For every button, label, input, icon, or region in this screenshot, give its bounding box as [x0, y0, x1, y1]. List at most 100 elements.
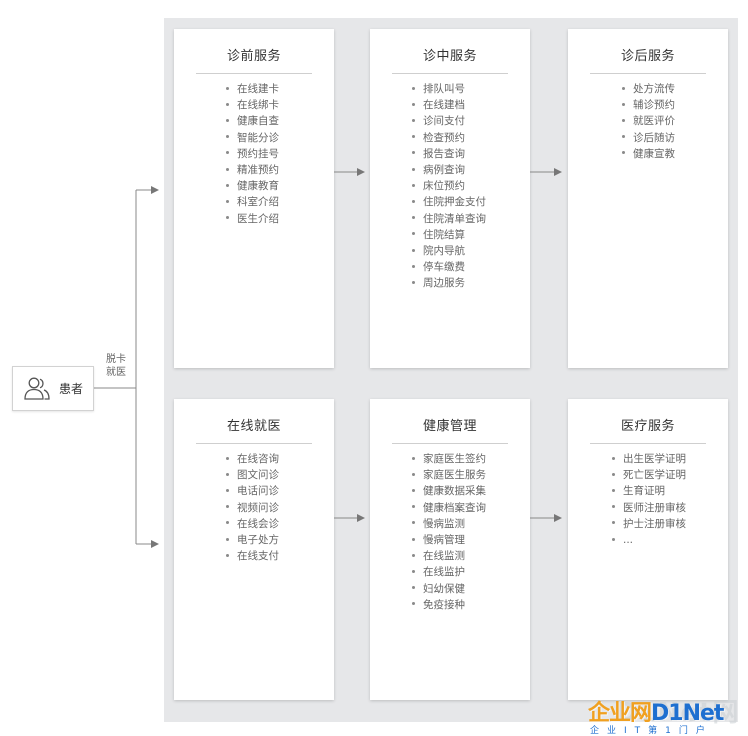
list-item-text: 预约挂号 [237, 147, 279, 160]
list-item-text: 住院清单查询 [423, 212, 486, 225]
list-item: 科室介绍 [174, 194, 334, 210]
list-item: 就医评价 [568, 113, 728, 129]
bullet-icon [226, 456, 229, 460]
watermark-logo-en: D1Net [651, 701, 724, 726]
list-item: 死亡医学证明 [568, 467, 728, 483]
card-title: 诊后服务 [620, 49, 675, 64]
list-item: 周边服务 [370, 275, 530, 291]
bullet-icon [412, 553, 415, 557]
list-item-text: 精准预约 [237, 164, 279, 177]
list-item-text: 慢病监测 [423, 517, 465, 530]
list-item-text: 辅诊预约 [633, 99, 675, 112]
watermark-logo-cn: 企业网 [588, 701, 652, 726]
bullet-icon [412, 569, 415, 573]
list-item: 处方流传 [568, 81, 728, 97]
list-item-text: ... [623, 534, 634, 547]
list-item: 辅诊预约 [568, 97, 728, 113]
list-item-text: 健康教育 [237, 180, 279, 193]
bullet-icon [612, 537, 615, 541]
patient-label: 患者 [59, 382, 84, 396]
list-item: 病例查询 [370, 162, 530, 178]
list-item-text: 健康数据采集 [423, 485, 486, 498]
users-icon [24, 377, 50, 400]
bullet-icon [226, 199, 229, 203]
card-list: 在线咨询图文问诊电话问诊视频问诊在线会诊电子处方在线支付 [174, 451, 334, 564]
list-item: 诊间支付 [370, 113, 530, 129]
list-item-text: 排队叫号 [423, 83, 465, 95]
list-item-text: 家庭医生服务 [423, 469, 486, 482]
list-item: 健康档案查询 [370, 500, 530, 516]
bullet-icon [412, 505, 415, 509]
list-item: 在线咨询 [174, 451, 334, 467]
bullet-icon [412, 264, 415, 268]
list-item: 家庭医生签约 [370, 451, 530, 467]
list-item: 电话问诊 [174, 483, 334, 499]
bullet-icon [412, 167, 415, 171]
bullet-icon [622, 86, 625, 90]
bullet-icon [226, 521, 229, 525]
list-item: 护士注册审核 [568, 516, 728, 532]
list-item-text: 死亡医学证明 [623, 469, 686, 482]
list-item: 医生介绍 [174, 211, 334, 227]
bullet-icon [226, 553, 229, 557]
list-item: 在线建卡 [174, 81, 334, 97]
list-item-text: 院内导航 [423, 245, 465, 258]
list-item: ... [568, 532, 728, 548]
list-item: 健康数据采集 [370, 483, 530, 499]
list-item-text: 出生医学证明 [623, 453, 686, 465]
bullet-icon [226, 488, 229, 492]
list-item-text: 就医评价 [633, 115, 675, 128]
watermark-slogan: 企业IT第1门户 [590, 726, 713, 736]
list-item: 床位预约 [370, 178, 530, 194]
bullet-icon [622, 118, 625, 122]
list-item-text: 妇幼保健 [423, 582, 465, 595]
bullet-icon [226, 183, 229, 187]
bullet-icon [226, 472, 229, 476]
list-item: 智能分诊 [174, 130, 334, 146]
list-item: 家庭医生服务 [370, 467, 530, 483]
card-list: 出生医学证明死亡医学证明生育证明医师注册审核护士注册审核... [568, 451, 728, 548]
bullet-icon [226, 537, 229, 541]
list-item-text: 家庭医生签约 [423, 453, 486, 465]
bullet-icon [412, 232, 415, 236]
list-item: 诊后随访 [568, 130, 728, 146]
list-item: 精准预约 [174, 162, 334, 178]
list-item: 慢病管理 [370, 532, 530, 548]
list-item: 免疫接种 [370, 597, 530, 613]
bullet-icon [412, 488, 415, 492]
list-item: 视频问诊 [174, 500, 334, 516]
bullet-icon [612, 472, 615, 476]
list-item: 在线绑卡 [174, 97, 334, 113]
list-item-text: 科室介绍 [237, 196, 279, 209]
card-list: 在线建卡在线绑卡健康自查智能分诊预约挂号精准预约健康教育科室介绍医生介绍 [174, 81, 334, 227]
bullet-icon [226, 102, 229, 106]
bullet-icon [226, 151, 229, 155]
bullet-icon [412, 602, 415, 606]
list-item-text: 在线绑卡 [237, 99, 279, 112]
list-item-text: 健康自查 [237, 115, 279, 128]
list-item-text: 检查预约 [423, 131, 465, 144]
list-item-text: 住院押金支付 [423, 196, 486, 209]
list-item-text: 电话问诊 [237, 485, 279, 498]
list-item-text: 住院结算 [423, 228, 465, 241]
flow-label-line1: 脱卡 [106, 354, 126, 365]
list-item: 在线支付 [174, 548, 334, 564]
list-item: 报告查询 [370, 146, 530, 162]
card-divider [392, 443, 508, 444]
bullet-icon [622, 102, 625, 106]
card-post-diagnosis: 诊后服务 处方流传辅诊预约就医评价诊后随访健康宣教 [568, 29, 728, 368]
bullet-icon [612, 456, 615, 460]
list-item: 在线会诊 [174, 516, 334, 532]
bullet-icon [226, 86, 229, 90]
list-item: 健康自查 [174, 113, 334, 129]
bullet-icon [412, 151, 415, 155]
bullet-icon [412, 537, 415, 541]
card-divider [196, 443, 312, 444]
list-item-text: 生育证明 [623, 485, 665, 498]
list-item-text: 免疫接种 [423, 598, 465, 611]
list-item-text: 在线会诊 [237, 517, 279, 530]
list-item-text: 在线监护 [423, 566, 465, 579]
flow-label: 脱卡 就医 [98, 353, 134, 379]
list-item-text: 视频问诊 [237, 501, 279, 514]
